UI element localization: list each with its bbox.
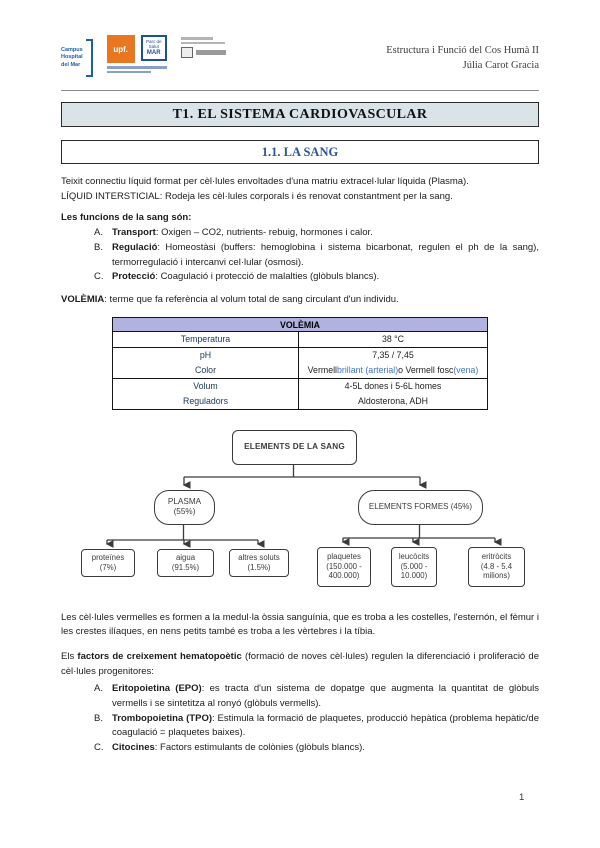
intro-line-1: Teixit connectiu líquid format per cèl·l…	[61, 176, 469, 187]
campus-logo-text: Campus Hospital del Mar	[61, 47, 83, 69]
diagram-other-solutes-node: altres soluts (1.5%)	[229, 548, 289, 577]
diagram-leukocytes-node: leucòcits (5.000 - 10.000)	[391, 546, 437, 587]
header-divider	[61, 90, 539, 91]
intro-paragraph: Teixit connectiu líquid format per cèl·l…	[61, 175, 539, 204]
list-item-text: Eritopoietina (EPO): es tracta d'un sist…	[112, 683, 539, 709]
third-institution-logo	[180, 37, 226, 58]
blood-elements-diagram: ELEMENTS DE LA SANG PLASMA (55%) ELEMENT…	[61, 428, 539, 598]
row-label: pH	[113, 347, 299, 363]
table-row: Temperatura 38 °C	[113, 331, 487, 348]
table-row: Volum 4-5L dones i 5-6L homes	[113, 378, 487, 394]
parc-salut-mar-logo: Parc de Salut MAR	[140, 35, 167, 61]
list-item: B. Trombopoietina (TPO): Estimula la for…	[61, 712, 539, 741]
bracket-shape	[85, 39, 93, 77]
row-label: Volum	[113, 378, 299, 394]
table-title: VOLÈMIA	[113, 317, 487, 332]
list-marker: B.	[94, 241, 103, 253]
campus-logo-line: Campus	[61, 46, 83, 53]
diagram-platelets-node: plaquetes (150.000 - 400.000)	[317, 546, 371, 587]
list-item-text: Transport: Oxigen – CO2, nutrients- rebu…	[112, 227, 373, 239]
diagram-proteins-node: proteïnes (7%)	[81, 548, 135, 577]
upf-mar-logo-block: upf. Parc de Salut MAR	[106, 35, 167, 73]
volemia-definition: VOLÈMIA: terme que fa referència al volu…	[61, 293, 399, 305]
diagram-root-node: ELEMENTS DE LA SANG	[232, 429, 357, 465]
diagram-formed-elements-node: ELEMENTS FORMES (45%)	[358, 489, 483, 525]
row-label: Temperatura	[113, 331, 299, 347]
functions-heading: Les funcions de la sang són:	[61, 212, 192, 224]
course-title: Estructura i Funció del Cos Humà II	[386, 45, 539, 56]
list-item-text: Trombopoietina (TPO): Estimula la formac…	[112, 712, 539, 739]
row-value: Vermell brillant (arterial) o Vermell fo…	[307, 365, 479, 376]
list-item-text: Protecció: Coagulació i protecció de mal…	[112, 271, 380, 283]
list-marker: A.	[94, 227, 103, 239]
list-marker: A.	[94, 683, 103, 695]
intro-line-2: LÍQUID INTERSTICIAL: Rodeja les cèl·lule…	[61, 190, 453, 202]
diagram-plasma-node: PLASMA (55%)	[154, 489, 215, 525]
page-header: Campus Hospital del Mar upf. Parc de Sal…	[61, 35, 539, 85]
mar-logo-line: Salut	[148, 44, 159, 50]
page-number: 1	[519, 792, 525, 803]
table-row: Color Vermell brillant (arterial) o Verm…	[113, 362, 487, 379]
row-label: Color	[113, 362, 299, 378]
list-marker: C.	[94, 741, 104, 753]
row-value: 38 °C	[381, 334, 405, 345]
row-value: 7,35 / 7,45	[372, 350, 414, 361]
list-marker: B.	[94, 712, 103, 724]
diagram-erythrocytes-node: eritròcits (4.8 - 5.4 milions)	[468, 546, 525, 587]
header-course-info: Estructura i Funció del Cos Humà II Júli…	[386, 43, 539, 73]
list-item: C. Protecció: Coagulació i protecció de …	[61, 270, 539, 285]
upf-logo: upf.	[106, 35, 135, 63]
growth-factors-list: A. Eritopoietina (EPO): es tracta d'un s…	[61, 682, 539, 755]
author-name: Júlia Carot Gracia	[462, 60, 539, 72]
functions-list: A. Transport: Oxigen – CO2, nutrients- r…	[61, 226, 539, 284]
list-item: A. Transport: Oxigen – CO2, nutrients- r…	[61, 226, 539, 241]
table-row: Reguladors Aldosterona, ADH	[113, 393, 487, 409]
campus-logo-line: Hospital	[61, 54, 83, 61]
marrow-paragraph: Les cèl·lules vermelles es formen a la m…	[61, 611, 539, 638]
list-item: A. Eritopoietina (EPO): es tracta d'un s…	[61, 682, 539, 711]
emblem-icon	[180, 47, 193, 58]
mar-logo-line: MAR	[146, 49, 161, 56]
row-label: Reguladors	[113, 393, 299, 409]
list-item: C. Citocines: Factors estimulants de col…	[61, 741, 539, 756]
list-marker: C.	[94, 271, 104, 283]
section-title: 1.1. LA SANG	[61, 140, 539, 164]
campus-logo-line: del Mar	[61, 61, 81, 68]
diagram-connectors	[105, 462, 502, 548]
diagram-water-node: aigua (91.5%)	[157, 548, 214, 577]
upf-sub-lines	[106, 66, 167, 73]
growth-factors-heading: Els factors de creixement hematopoètic (…	[61, 651, 540, 677]
institution-logos: Campus Hospital del Mar upf. Parc de Sal…	[61, 35, 226, 77]
list-item-text: Citocines: Factors estimulants de colòni…	[112, 741, 365, 753]
volemia-table: VOLÈMIA Temperatura 38 °C pH 7,35 / 7,45…	[112, 316, 488, 410]
table-row: pH 7,35 / 7,45	[113, 347, 487, 363]
row-value: Aldosterona, ADH	[358, 396, 428, 407]
list-item: B. Regulació: Homeostàsi (buffers: hemog…	[61, 241, 539, 270]
mar-logo-line: Parc de	[145, 39, 162, 45]
page-title: T1. EL SISTEMA CARDIOVASCULAR	[61, 102, 539, 127]
campus-hospital-del-mar-logo: Campus Hospital del Mar	[61, 39, 93, 77]
row-value: 4-5L dones i 5-6L homes	[344, 381, 442, 392]
list-item-text: Regulació: Homeostàsi (buffers: hemoglob…	[112, 241, 539, 268]
